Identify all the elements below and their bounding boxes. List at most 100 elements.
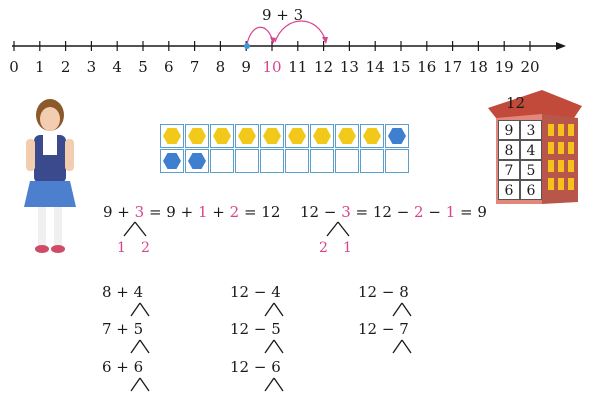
- counting-frame: [160, 124, 412, 174]
- add-part-b: 3: [134, 203, 145, 221]
- sub-part-g: = 9: [455, 203, 487, 221]
- add-split-right: 2: [141, 240, 150, 256]
- house-window-number: 5: [520, 160, 542, 180]
- frame-cell: [235, 124, 259, 148]
- exercise-split-branch: [130, 339, 150, 354]
- frame-cell: [160, 124, 184, 148]
- yellow-hexagon-counter: [213, 128, 231, 144]
- exercise-split-branch: [264, 339, 284, 354]
- number-line-label: 19: [494, 58, 514, 76]
- frame-cell: [385, 124, 409, 148]
- number-line-label: 17: [443, 58, 463, 76]
- number-line-label: 0: [9, 58, 19, 76]
- number-line-label: 12: [314, 58, 334, 76]
- sub-split-left: 2: [319, 240, 328, 256]
- addition-example: 9 + 3 = 9 + 1 + 2 = 12: [103, 203, 280, 221]
- exercise-expression: 6 + 6: [102, 358, 144, 376]
- number-line-label: 18: [468, 58, 488, 76]
- frame-cell: [160, 149, 184, 173]
- blue-hexagon-counter: [188, 153, 206, 169]
- frame-cell: [285, 149, 309, 173]
- frame-cell: [235, 149, 259, 173]
- exercise-expression: 12 − 4: [230, 283, 281, 301]
- add-part-e: +: [207, 203, 230, 221]
- yellow-hexagon-counter: [188, 128, 206, 144]
- number-line-label: 15: [391, 58, 411, 76]
- yellow-hexagon-counter: [338, 128, 356, 144]
- yellow-hexagon-counter: [163, 128, 181, 144]
- frame-cell: [385, 149, 409, 173]
- exercise-expression: 12 − 8: [358, 283, 409, 301]
- add-part-g: = 12: [239, 203, 281, 221]
- exercise-expression: 12 − 5: [230, 320, 281, 338]
- sub-part-a: 12 −: [300, 203, 342, 221]
- house-window-number: 8: [498, 140, 520, 160]
- exercise-expression: 12 − 6: [230, 358, 281, 376]
- add-part-a: 9 +: [103, 203, 135, 221]
- add-part-f: 2: [229, 203, 240, 221]
- number-line-label: 16: [417, 58, 437, 76]
- number-line-axis: [12, 20, 566, 51]
- number-line-label: 6: [164, 58, 174, 76]
- sub-split-right: 1: [343, 240, 352, 256]
- number-line-label: 13: [339, 58, 359, 76]
- exercise-split-branch: [130, 377, 150, 392]
- frame-cell: [360, 149, 384, 173]
- number-line-label: 8: [215, 58, 226, 76]
- hop-arrow-small: [246, 26, 274, 45]
- number-line-label: 20: [520, 58, 540, 76]
- yellow-hexagon-counter: [263, 128, 281, 144]
- house-window-number: 6: [520, 180, 542, 200]
- number-line-label: 14: [365, 58, 385, 76]
- frame-cell: [335, 124, 359, 148]
- house-window-number: 9: [498, 120, 520, 140]
- girl-illustration: [24, 99, 76, 253]
- yellow-hexagon-counter: [313, 128, 331, 144]
- frame-cell: [360, 124, 384, 148]
- number-line-label: 4: [112, 58, 122, 76]
- exercise-split-branch: [392, 302, 412, 317]
- number-line-label: 3: [86, 58, 97, 76]
- blue-hexagon-counter: [388, 128, 406, 144]
- start-dot: [244, 43, 250, 49]
- exercise-split-branch: [264, 302, 284, 317]
- yellow-hexagon-counter: [288, 128, 306, 144]
- hop-arrow-large: [274, 20, 327, 43]
- sub-part-b: 3: [341, 203, 351, 221]
- number-line-label: 9: [241, 58, 251, 76]
- number-line-label: 5: [138, 58, 148, 76]
- house-window-number: 6: [498, 180, 520, 200]
- exercise-split-branch: [264, 377, 284, 392]
- house-window-number: 4: [520, 140, 542, 160]
- frame-cell: [310, 149, 334, 173]
- add-part-d: 1: [197, 203, 208, 221]
- exercise-split-branch: [392, 339, 412, 354]
- frame-cell: [260, 124, 284, 148]
- number-line-label: 11: [288, 58, 308, 76]
- house-window-number: 3: [520, 120, 542, 140]
- sub-split-branch: [326, 221, 350, 237]
- add-split-branch: [123, 221, 147, 237]
- frame-cell: [260, 149, 284, 173]
- frame-cell: [285, 124, 309, 148]
- yellow-hexagon-counter: [363, 128, 381, 144]
- house-roof-number: 12: [506, 94, 526, 112]
- exercise-expression: 7 + 5: [102, 320, 144, 338]
- exercise-expression: 12 − 7: [358, 320, 409, 338]
- frame-cell: [335, 149, 359, 173]
- number-line-label: 1: [35, 58, 45, 76]
- add-split-left: 1: [117, 240, 126, 256]
- add-part-c: = 9 +: [144, 203, 198, 221]
- sub-part-e: −: [423, 203, 446, 221]
- sub-part-c: = 12 −: [350, 203, 415, 221]
- exercise-expression: 8 + 4: [102, 283, 144, 301]
- frame-cell: [210, 149, 234, 173]
- number-line-label: 10: [262, 58, 282, 76]
- number-line-label: 7: [189, 58, 200, 76]
- frame-cell: [210, 124, 234, 148]
- subtraction-example: 12 − 3 = 12 − 2 − 1 = 9: [300, 203, 487, 221]
- exercise-split-branch: [130, 302, 150, 317]
- yellow-hexagon-counter: [238, 128, 256, 144]
- sub-part-d: 2: [414, 203, 424, 221]
